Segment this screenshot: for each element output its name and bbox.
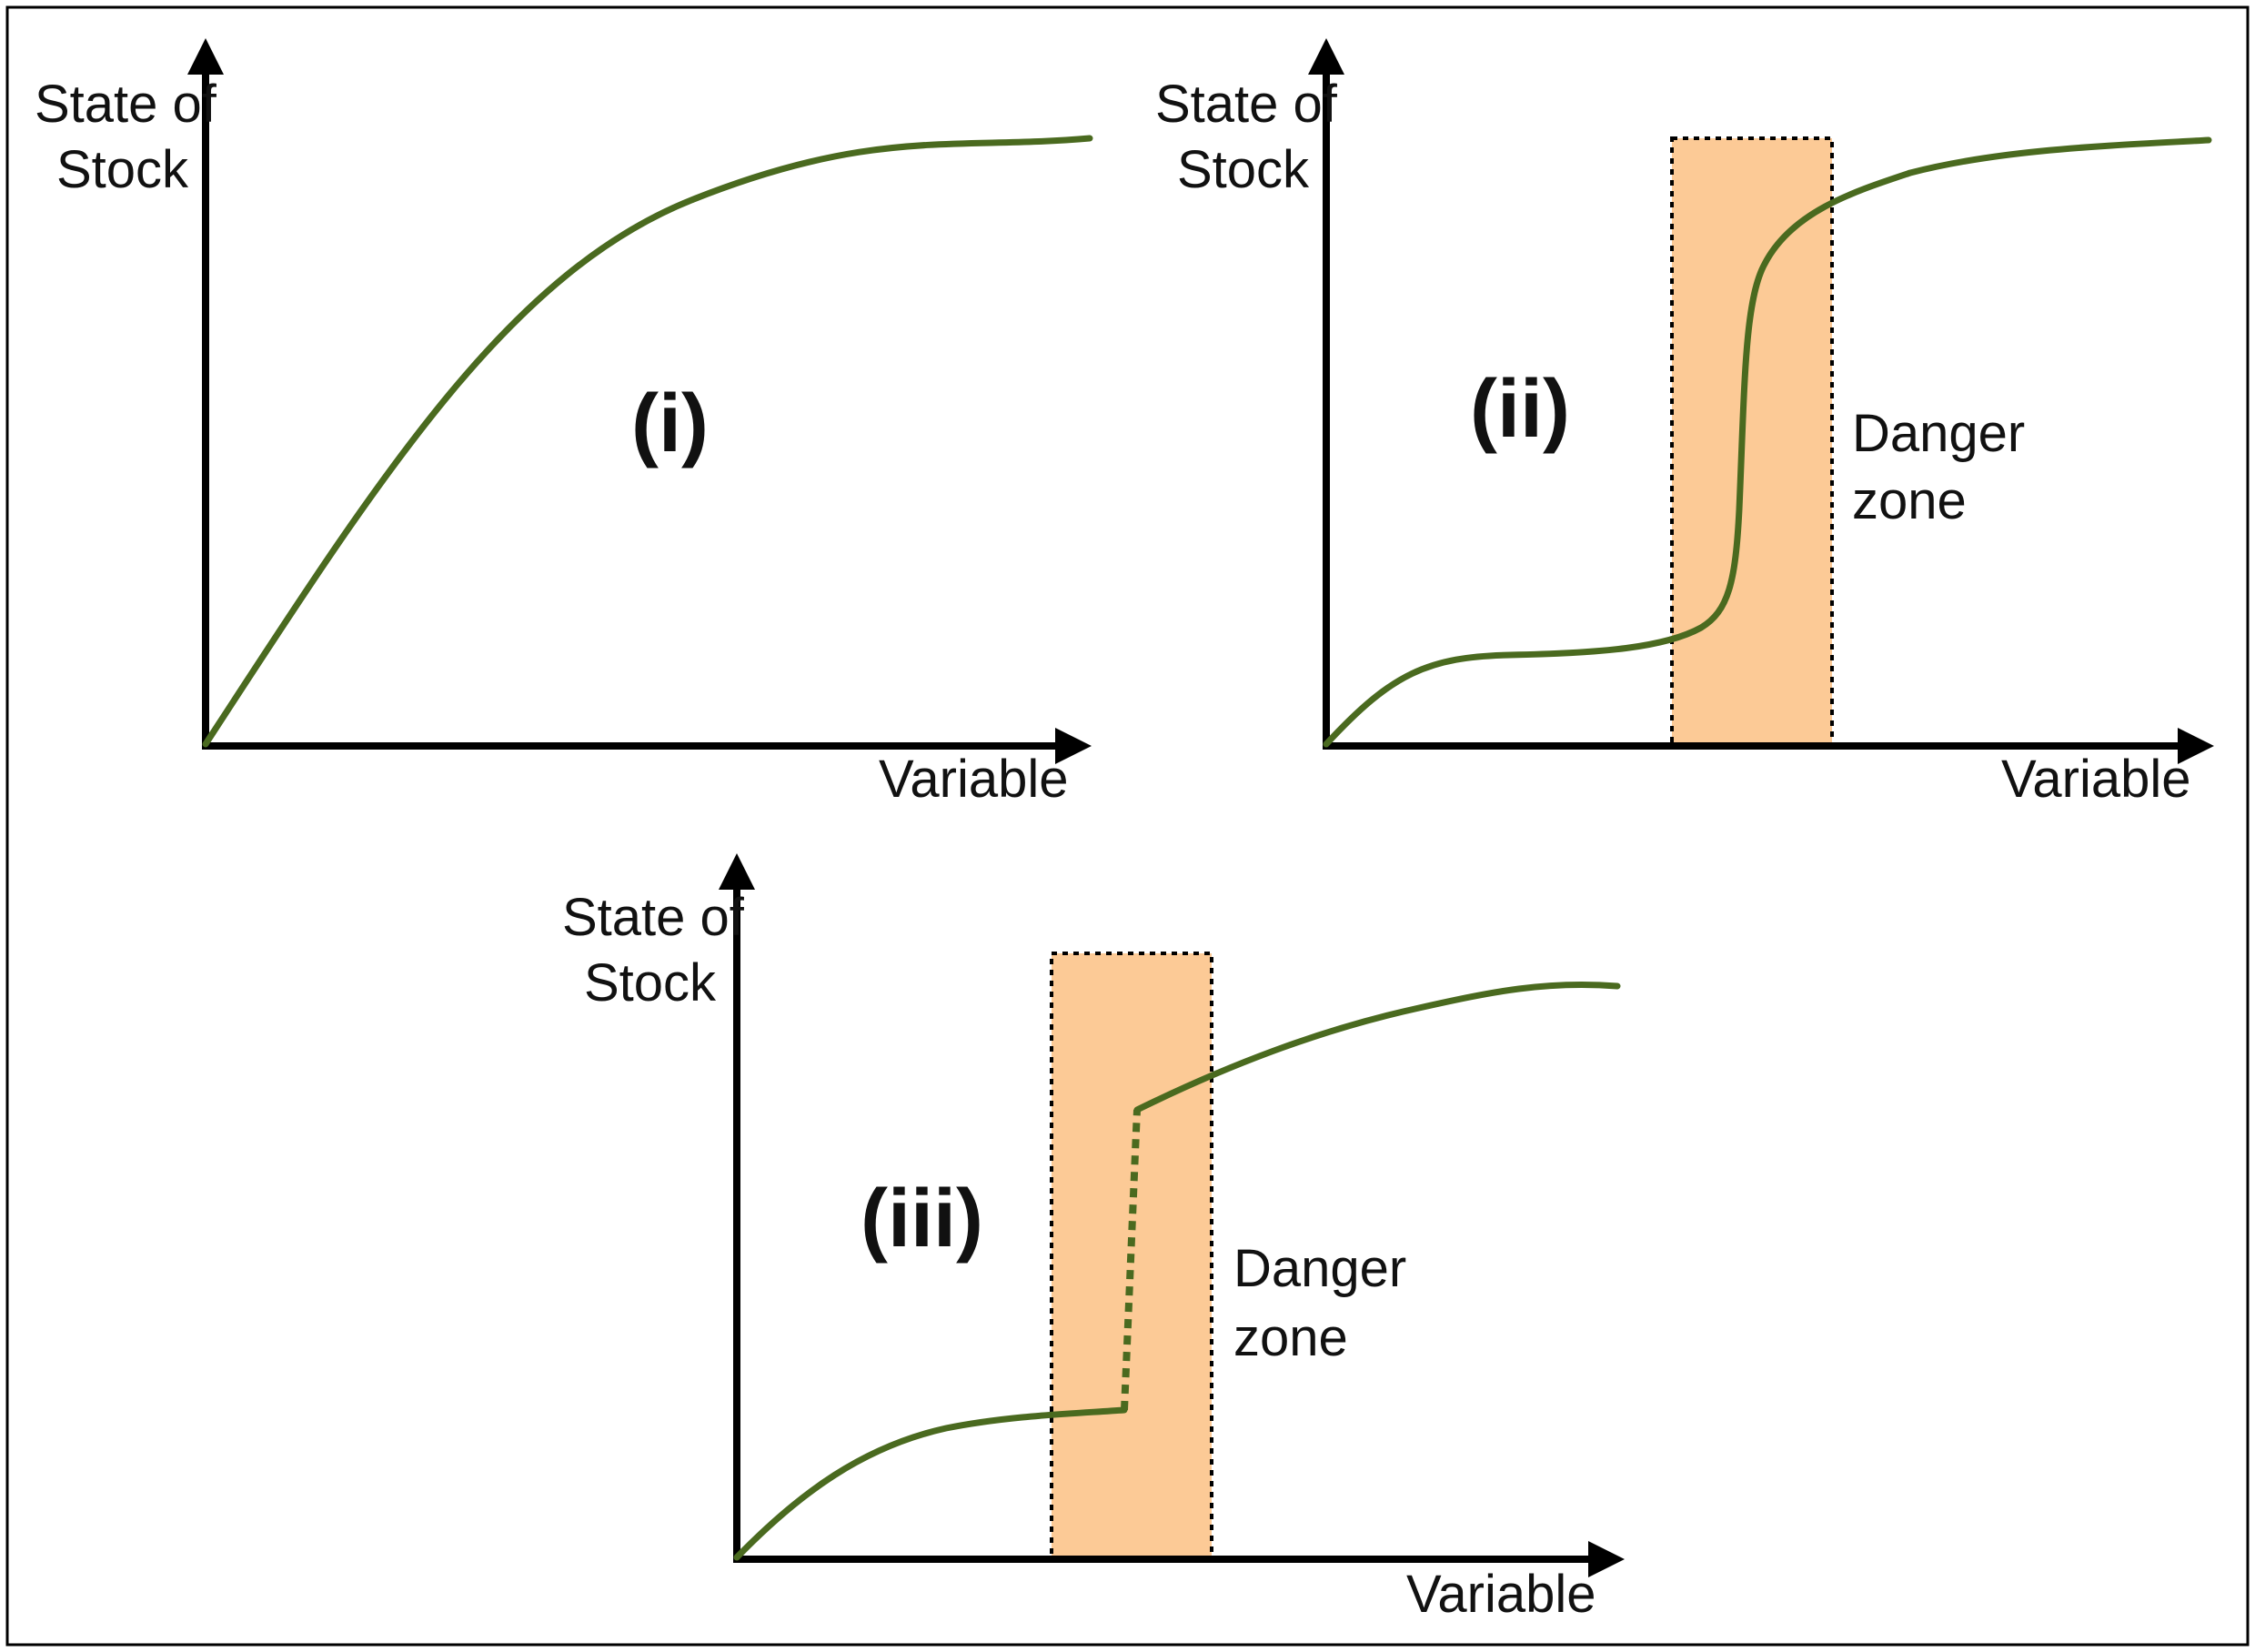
y-axis-arrow <box>187 38 224 75</box>
x-axis-arrow <box>2178 728 2214 764</box>
stock-curve-jump <box>1121 1109 1141 1411</box>
danger-zone <box>1670 136 1834 746</box>
x-axis-arrow <box>1588 1541 1625 1577</box>
stock-curve-lower <box>733 1406 1128 1561</box>
stock-curve <box>202 135 1093 748</box>
y-axis-arrow <box>1308 38 1344 75</box>
stock-curve <box>1323 136 2212 748</box>
x-axis-label: Variable <box>1406 1565 1596 1624</box>
panel-label: (i) <box>631 378 709 469</box>
panel-ii: State of Stock Variable (ii) Danger zone <box>1155 38 2214 809</box>
y-axis-label-line1: State of <box>562 888 745 947</box>
y-axis-label-line1: State of <box>35 75 217 134</box>
panel-label: (iii) <box>861 1174 983 1264</box>
panel-i: State of Stock Variable (i) <box>35 38 1093 809</box>
y-axis-label-line1: State of <box>1155 75 1338 134</box>
panel-iii: State of Stock Variable (iii) Danger zon… <box>562 853 1625 1624</box>
x-axis-arrow <box>1055 728 1092 764</box>
stock-curve-upper <box>1133 981 1621 1113</box>
figure-border <box>5 5 2250 1647</box>
danger-zone-label-line1: Danger <box>1852 404 2025 463</box>
x-axis-label: Variable <box>879 750 1069 809</box>
danger-zone-label-line2: zone <box>1852 471 1967 530</box>
danger-zone-label-line2: zone <box>1233 1308 1348 1367</box>
y-axis-label-line2: Stock <box>1177 140 1310 199</box>
danger-zone-label-line1: Danger <box>1233 1239 1406 1298</box>
x-axis-label: Variable <box>2001 750 2191 809</box>
y-axis-label-line2: Stock <box>584 953 717 1012</box>
panel-label: (ii) <box>1470 364 1570 455</box>
y-axis-label-line2: Stock <box>56 140 189 199</box>
y-axis-arrow <box>719 853 755 890</box>
